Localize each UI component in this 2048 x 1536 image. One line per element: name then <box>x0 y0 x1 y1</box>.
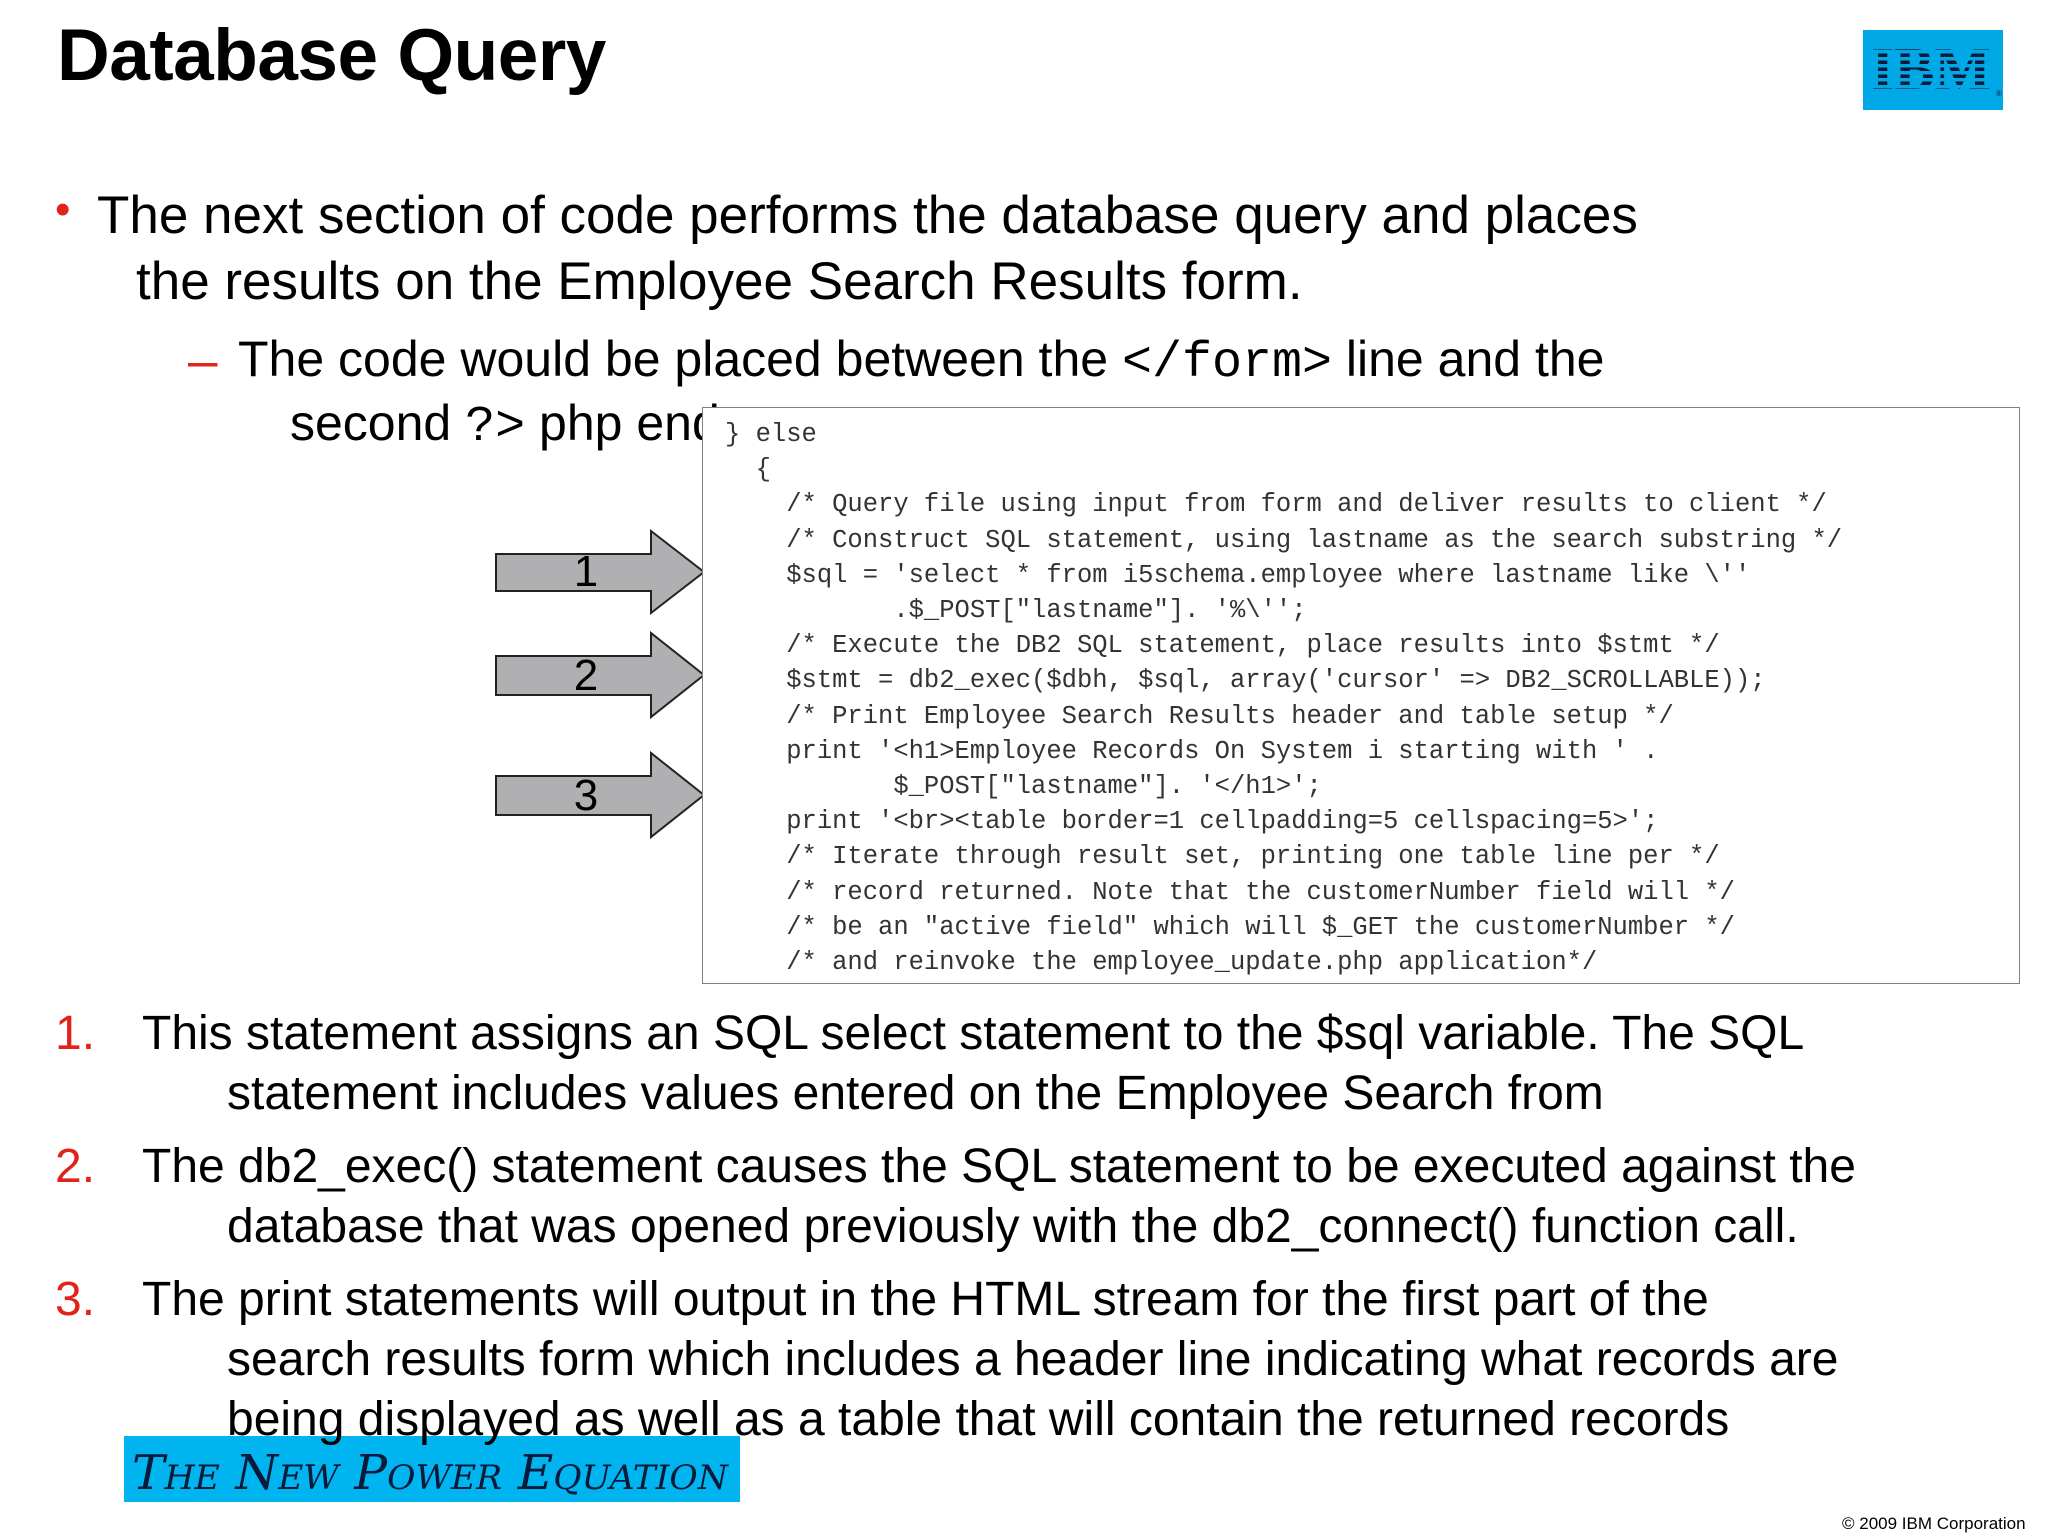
code-listing: } else { /* Query file using input from … <box>702 407 2020 984</box>
arrow-1: 1 <box>495 528 706 616</box>
item-1-line-1: This statement assigns an SQL select sta… <box>142 1007 1805 1060</box>
code-line: /* Construct SQL statement, using lastna… <box>725 525 1843 555</box>
code-line: /* be an "active field" which will $_GET… <box>725 912 1735 942</box>
code-line: { <box>725 455 771 485</box>
item-3-line-3: being displayed as well as a table that … <box>227 1393 1730 1446</box>
form-close-tag-code: </form> <box>1121 335 1333 392</box>
code-line: } else <box>725 420 817 449</box>
sub-bullet-text-c: second <box>290 395 466 451</box>
svg-text:®: ® <box>1996 89 2002 98</box>
sub-bullet-marker: – <box>188 331 218 390</box>
code-line: /* record returned. Note that the custom… <box>725 877 1735 907</box>
bullet-marker: • <box>55 185 71 234</box>
ibm-logo-text: IBM <box>1871 36 1991 102</box>
arrow-1-label: 1 <box>574 547 598 596</box>
tagline-banner: The New Power Equation <box>124 1436 740 1502</box>
arrow-3: 3 <box>495 750 706 840</box>
code-line: .$_POST["lastname"]. '%\''; <box>725 596 1307 625</box>
code-line: /* Iterate through result set, printing … <box>725 842 1720 872</box>
slide-title: Database Query <box>57 15 606 96</box>
code-line: /* and reinvoke the employee_update.php … <box>725 948 1598 977</box>
sub-bullet-text-a: The code would be placed between the <box>238 331 1122 387</box>
arrow-3-label: 3 <box>574 771 598 820</box>
code-line: print '<br><table border=1 cellpadding=5… <box>725 807 1659 837</box>
item-2-line-2: database that was opened previously with… <box>227 1200 1799 1253</box>
item-1-number: 1. <box>55 1007 96 1060</box>
arrow-2: 2 <box>495 630 706 720</box>
code-line: /* Print Employee Search Results header … <box>725 701 1674 731</box>
item-2-line-1: The db2_exec() statement causes the SQL … <box>142 1140 1856 1193</box>
ibm-logo: IBM ® <box>1863 30 2003 110</box>
item-3-line-2: search results form which includes a hea… <box>227 1333 1839 1386</box>
code-line: /* Query file using input from form and … <box>725 490 1827 520</box>
arrow-2-label: 2 <box>574 651 598 700</box>
tagline-text: The New Power Equation <box>132 1445 729 1501</box>
arrows-group: 1 2 3 <box>495 528 706 840</box>
item-3-line-1: The print statements will output in the … <box>142 1273 1709 1326</box>
bullet-line-1: The next section of code performs the da… <box>97 186 1638 245</box>
sub-bullet-line-1: The code would be placed between the </f… <box>238 334 1604 389</box>
item-1-line-2: statement includes values entered on the… <box>227 1067 1604 1120</box>
item-3-number: 3. <box>55 1273 96 1326</box>
copyright: © 2009 IBM Corporation <box>1842 1514 2026 1533</box>
php-end-tag-code: ?> <box>465 399 526 456</box>
code-line: $sql = 'select * from i5schema.employee … <box>725 560 1751 590</box>
item-2-number: 2. <box>55 1140 96 1193</box>
tagline-text-graphic: The New Power Equation <box>132 1445 729 1501</box>
code-line: $stmt = db2_exec($dbh, $sql, array('curs… <box>725 666 1766 696</box>
code-line: /* Execute the DB2 SQL statement, place … <box>725 631 1720 661</box>
bullet-line-2: the results on the Employee Search Resul… <box>136 252 1303 311</box>
code-line: $_POST["lastname"]. '</h1>'; <box>725 772 1322 801</box>
sub-bullet-text-b: line and the <box>1332 331 1605 387</box>
code-line: print '<h1>Employee Records On System i … <box>725 736 1659 766</box>
